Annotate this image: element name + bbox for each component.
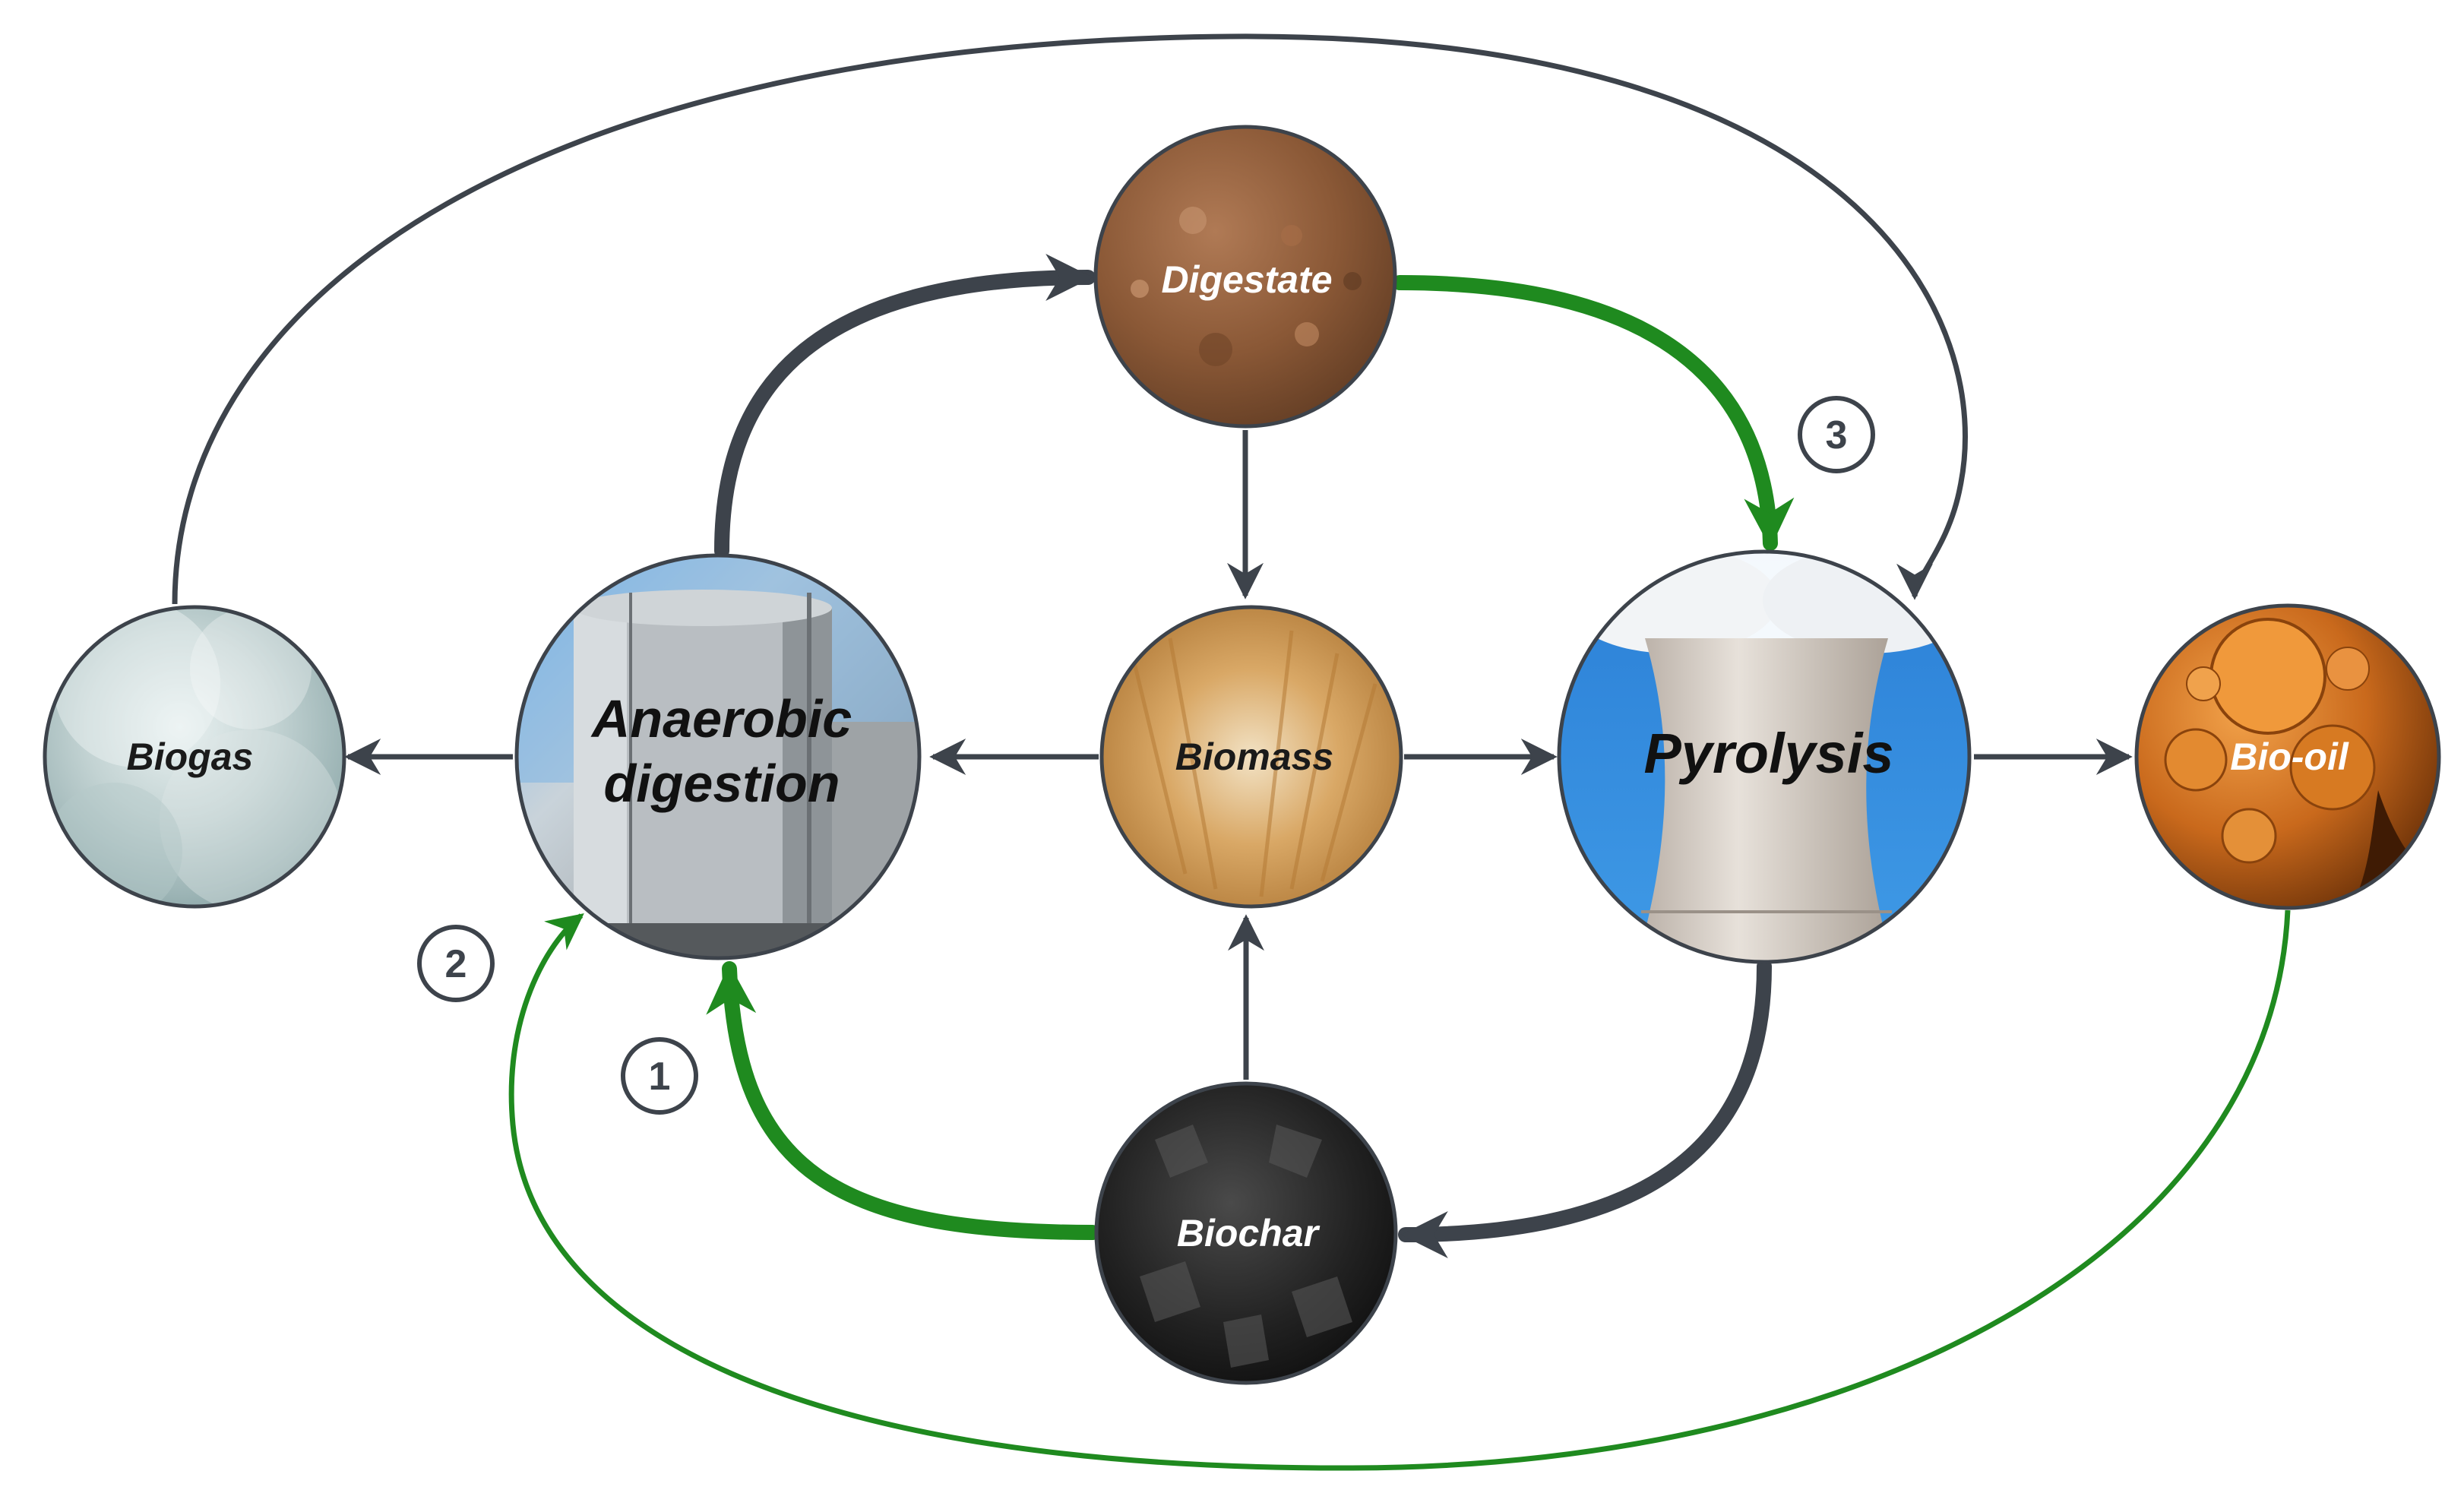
biomass-label: Biomass — [1175, 736, 1333, 778]
marker-2-text: 2 — [445, 942, 467, 986]
arrow-biooil-to-anaerobic — [508, 910, 2291, 1471]
biochar-label: Biochar — [1177, 1212, 1321, 1254]
anaerobic-label-line1: Anaerobic — [590, 689, 852, 748]
marker-1-text: 1 — [649, 1055, 671, 1099]
bio-oil-node: Bio-oil — [2134, 603, 2441, 910]
digestate-node: Digestate — [1093, 125, 1397, 429]
marker-3: 3 — [1798, 396, 1875, 473]
anaerobic-digestion-node: Anaerobic digestion — [514, 553, 922, 960]
biogas-node: Biogas — [43, 605, 346, 909]
bio-oil-label: Bio-oil — [2230, 736, 2349, 778]
arrow-digestate-to-pyrolysis — [1392, 275, 1795, 551]
biomass-node: Biomass — [1099, 605, 1403, 909]
arrow-biogas-to-pyrolysis — [172, 33, 1968, 605]
arrow-anaerobic-to-digestate — [714, 254, 1096, 558]
digestate-label: Digestate — [1161, 258, 1332, 301]
marker-1: 1 — [621, 1037, 698, 1115]
pyrolysis-label: Pyrolysis — [1643, 722, 1893, 785]
pyrolysis-node: Pyrolysis — [1557, 549, 1972, 964]
marker-3-text: 3 — [1826, 413, 1848, 457]
marker-2: 2 — [417, 925, 495, 1002]
biochar-node: Biochar — [1094, 1081, 1398, 1385]
biogas-label: Biogas — [127, 736, 254, 778]
arrow-pyrolysis-to-biochar — [1398, 959, 1772, 1258]
arrow-biochar-to-anaerobic — [706, 961, 1100, 1240]
anaerobic-label-line2: digestion — [603, 754, 840, 813]
